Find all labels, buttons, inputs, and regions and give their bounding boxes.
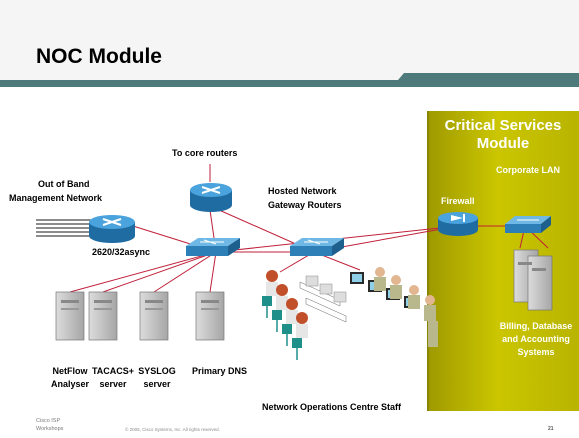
- page-number: 21: [548, 426, 554, 432]
- to-core-routers-label: To core routers: [172, 148, 238, 158]
- corporate-lan-label: Corporate LAN: [496, 165, 561, 175]
- billing-label-2: and Accounting: [502, 334, 570, 344]
- critical-services-title-1: Critical Services: [444, 117, 562, 134]
- switch-1-icon: [186, 238, 240, 256]
- router-model-label: 2620/32async: [92, 247, 151, 257]
- footer-brand-line2: Workshops: [36, 426, 64, 432]
- syslog-label-1: SYSLOG: [138, 366, 176, 376]
- corporate-lan-switch-icon: [505, 216, 551, 233]
- billing-label-1: Billing, Database: [499, 321, 573, 331]
- critical-services-title-2: Module: [476, 135, 530, 152]
- title-band: [0, 0, 579, 87]
- server-syslog-icon: [139, 291, 169, 341]
- billing-label-3: Systems: [517, 347, 555, 357]
- oob-router-icon: [89, 215, 135, 243]
- tacacs-label-2: server: [99, 379, 127, 389]
- netflow-label-2: Analyser: [50, 379, 90, 389]
- link-tacacs: [102, 251, 217, 293]
- link-dns: [209, 251, 217, 293]
- firewall-icon: [438, 212, 478, 236]
- core-router-icon: [190, 183, 232, 212]
- billing-servers-icon: [513, 249, 553, 311]
- server-tacacs-icon: [88, 291, 118, 341]
- link-syslog: [153, 251, 217, 293]
- server-dns-icon: [195, 291, 225, 341]
- noc-staff-label: Network Operations Centre Staff: [262, 402, 402, 412]
- tacacs-label-1: TACACS+: [91, 366, 135, 376]
- switch-2-icon: [290, 238, 344, 256]
- server-netflow-icon: [55, 291, 85, 341]
- netflow-label-1: NetFlow: [52, 366, 88, 376]
- header-accent-wedge: [392, 73, 579, 87]
- copyright-notice: © 2005, Cisco Systems, Inc. All rights r…: [125, 427, 220, 432]
- syslog-label-2: server: [143, 379, 171, 389]
- link-netflow: [69, 251, 217, 293]
- primary-dns-label: Primary DNS: [192, 366, 248, 376]
- oob-label-2: Management Network: [9, 193, 103, 203]
- header-accent-bar: [0, 80, 579, 87]
- critical-services-box: [427, 111, 579, 411]
- hosted-gateway-label-2: Gateway Routers: [268, 200, 342, 210]
- firewall-label: Firewall: [441, 196, 475, 206]
- noc-staff-icon: [262, 267, 438, 360]
- page-title: NOC Module: [36, 45, 162, 68]
- hosted-gateway-label-1: Hosted Network: [268, 186, 337, 196]
- footer-brand-line1: Cisco ISP: [36, 418, 61, 424]
- async-lines: [36, 219, 98, 237]
- oob-label-1: Out of Band: [38, 179, 90, 189]
